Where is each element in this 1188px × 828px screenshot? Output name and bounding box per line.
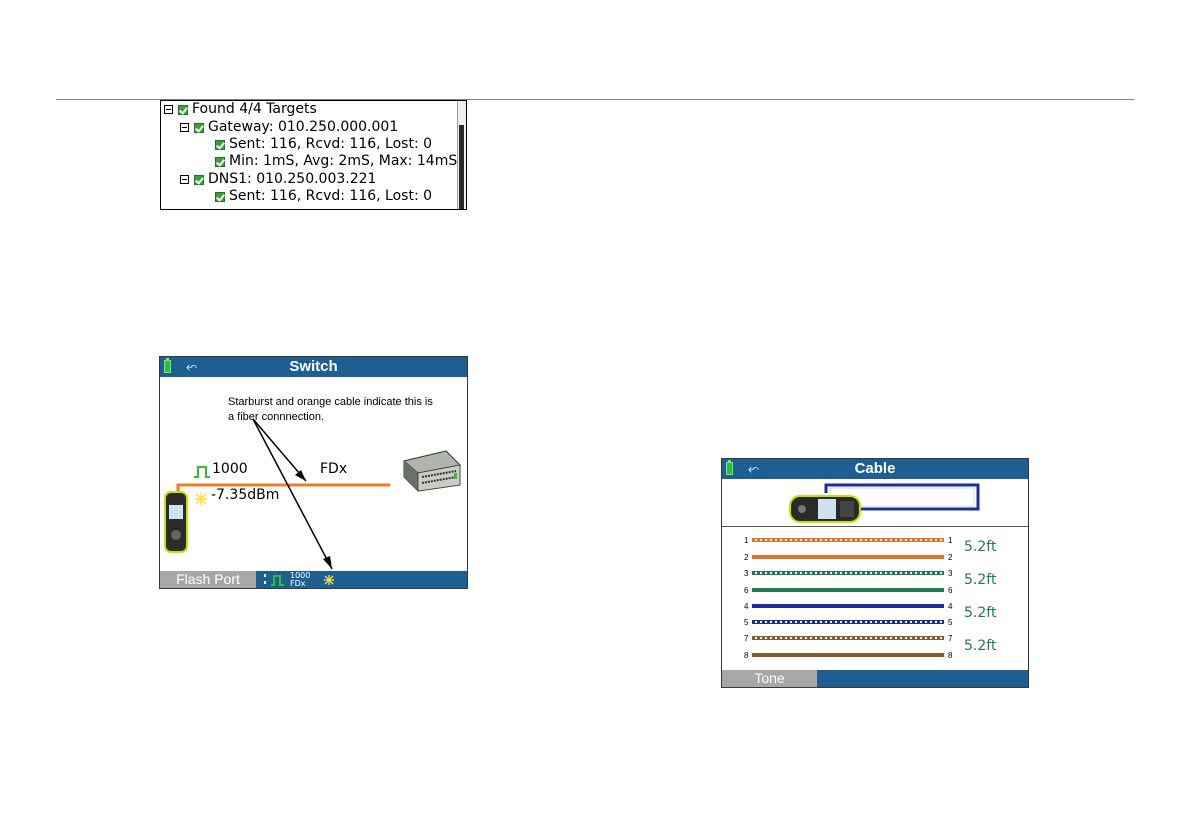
wire-striped bbox=[752, 620, 944, 624]
tree-node-label: Found 4/4 Targets bbox=[192, 101, 317, 117]
link-speed: 1000 bbox=[212, 461, 248, 477]
tree-node-dns1-counts[interactable]: Sent: 116, Rcvd: 116, Lost: 0 bbox=[215, 188, 432, 205]
annotation-arrow bbox=[252, 418, 307, 482]
link-pulse-icon bbox=[271, 575, 284, 586]
usb-icon: ⬿ bbox=[748, 461, 760, 477]
wire-solid bbox=[752, 588, 944, 592]
tester-device-icon bbox=[164, 491, 188, 553]
checked-icon bbox=[194, 122, 204, 133]
tree-node-gateway-counts[interactable]: Sent: 116, Rcvd: 116, Lost: 0 bbox=[215, 136, 432, 153]
wire-striped bbox=[752, 538, 944, 542]
checked-icon bbox=[178, 104, 188, 115]
pin-number: 1 bbox=[744, 536, 749, 545]
tree-node-dns1[interactable]: DNS1: 010.250.003.221 bbox=[180, 171, 376, 188]
checked-icon bbox=[215, 191, 225, 202]
wire-solid bbox=[752, 604, 944, 608]
battery-icon bbox=[726, 460, 733, 475]
pin-number: 7 bbox=[744, 634, 749, 643]
pin-number: 3 bbox=[744, 569, 749, 578]
wire-striped bbox=[752, 636, 944, 640]
pair-length: 5.2ft bbox=[964, 572, 997, 588]
pin-number: 1 bbox=[948, 536, 953, 545]
checked-icon bbox=[194, 174, 204, 185]
status-speed: 1000 bbox=[290, 571, 311, 580]
starburst-icon bbox=[324, 575, 334, 585]
divider bbox=[722, 526, 1028, 527]
pin-number: 2 bbox=[744, 553, 749, 562]
tree-node-label: DNS1: 010.250.003.221 bbox=[208, 171, 377, 187]
pin-number: 4 bbox=[948, 602, 953, 611]
softkey-bar: Tone bbox=[722, 670, 1028, 687]
status-duplex: FDx bbox=[290, 579, 306, 588]
pin-number: 8 bbox=[948, 651, 953, 660]
link-pulse-icon bbox=[194, 466, 210, 478]
collapse-icon[interactable] bbox=[180, 175, 189, 184]
pin-number: 6 bbox=[948, 586, 953, 595]
tree-node-label: Sent: 116, Rcvd: 116, Lost: 0 bbox=[229, 136, 433, 152]
pair-length: 5.2ft bbox=[964, 605, 997, 621]
checked-icon bbox=[215, 139, 225, 150]
pin-number: 6 bbox=[744, 586, 749, 595]
fiber-annotation: Starburst and orange cable indicate this… bbox=[228, 396, 433, 423]
tree-node-found-targets[interactable]: Found 4/4 Targets bbox=[164, 101, 317, 118]
header-rule bbox=[56, 99, 1134, 100]
switch-screen: ⬿ Switch Starburst and orange cable indi… bbox=[159, 356, 468, 589]
title-bar: ⬿ Switch bbox=[160, 357, 467, 377]
fiber-cable bbox=[176, 483, 390, 492]
screen-title: Cable bbox=[854, 460, 896, 477]
flash-port-softkey[interactable]: Flash Port bbox=[160, 571, 256, 588]
tone-softkey[interactable]: Tone bbox=[722, 670, 817, 687]
tree-node-gateway-timing[interactable]: Min: 1mS, Avg: 2mS, Max: 14mS bbox=[215, 153, 457, 170]
tester-device-icon bbox=[789, 495, 861, 523]
wire-striped bbox=[752, 571, 944, 575]
tree-scrollbar[interactable] bbox=[457, 101, 466, 209]
pin-number: 4 bbox=[744, 602, 749, 611]
receive-power: -7.35dBm bbox=[211, 487, 280, 503]
checked-icon bbox=[215, 156, 225, 167]
switch-diagram bbox=[164, 418, 462, 570]
starburst-icon bbox=[195, 493, 207, 505]
pair-length: 5.2ft bbox=[964, 638, 997, 654]
tree-node-label: Sent: 116, Rcvd: 116, Lost: 0 bbox=[229, 188, 433, 204]
ping-results-tree[interactable]: Found 4/4 Targets Gateway: 010.250.000.0… bbox=[160, 100, 467, 210]
tree-node-gateway[interactable]: Gateway: 010.250.000.001 bbox=[180, 119, 398, 136]
collapse-icon[interactable] bbox=[180, 123, 189, 132]
cable-wiremap-diagram bbox=[789, 483, 980, 523]
pin-number: 8 bbox=[744, 651, 749, 660]
wire-solid bbox=[752, 653, 944, 657]
status-icons bbox=[264, 574, 334, 586]
pin-number: 7 bbox=[948, 634, 953, 643]
tree-node-label: Gateway: 010.250.000.001 bbox=[208, 119, 399, 135]
pin-number: 3 bbox=[948, 569, 953, 578]
scrollbar-thumb[interactable] bbox=[459, 125, 464, 209]
usb-icon: ⬿ bbox=[186, 359, 198, 375]
switch-device-icon bbox=[402, 450, 462, 492]
collapse-icon[interactable] bbox=[164, 105, 173, 114]
tree-node-label: Min: 1mS, Avg: 2mS, Max: 14mS bbox=[229, 153, 458, 169]
battery-icon bbox=[164, 358, 171, 373]
softkey-bar: Flash Port 1000 FDx bbox=[160, 571, 467, 588]
cable-screen: ⬿ Cable 1 1 2 2 5.2ft 3 3 6 6 5.2ft 4 bbox=[721, 458, 1029, 688]
wire-solid bbox=[752, 555, 944, 559]
pin-number: 2 bbox=[948, 553, 953, 562]
title-bar: ⬿ Cable bbox=[722, 459, 1028, 479]
pair-length: 5.2ft bbox=[964, 539, 997, 555]
pin-number: 5 bbox=[948, 618, 953, 627]
cable-loop bbox=[824, 483, 980, 511]
duplex-mode: FDx bbox=[320, 461, 348, 477]
screen-title: Switch bbox=[289, 358, 338, 375]
pin-number: 5 bbox=[744, 618, 749, 627]
annotation-arrow bbox=[252, 418, 333, 570]
